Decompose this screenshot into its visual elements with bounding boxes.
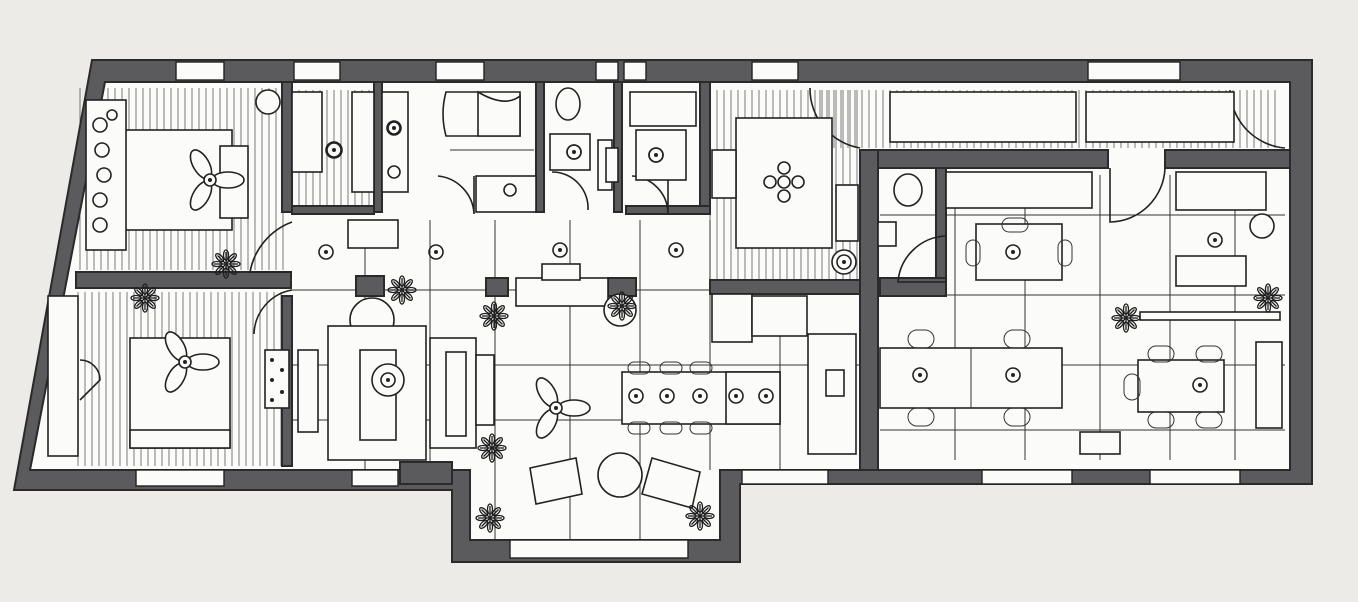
living-room bbox=[327, 219, 781, 509]
plant-icon bbox=[130, 283, 160, 313]
plants bbox=[130, 249, 1283, 533]
plant-icon bbox=[685, 501, 715, 531]
plant-icon bbox=[1253, 283, 1283, 313]
hall-dining bbox=[711, 91, 1235, 275]
ceiling-fan-icon bbox=[164, 331, 220, 393]
ceiling-lamps bbox=[318, 120, 1223, 404]
kitchen bbox=[711, 293, 857, 455]
ceiling-fan-icon bbox=[189, 149, 245, 211]
plant-icon bbox=[477, 433, 507, 463]
plant-icon bbox=[1111, 303, 1141, 333]
interior-walls bbox=[75, 81, 1291, 485]
ceiling-fan-icon bbox=[535, 377, 591, 439]
bathroom bbox=[381, 90, 537, 213]
windows bbox=[135, 61, 1241, 559]
plant-icon bbox=[211, 249, 241, 279]
dining-centerpiece bbox=[763, 161, 805, 203]
plant-icon bbox=[387, 275, 417, 305]
office bbox=[877, 171, 1283, 455]
plant-icon bbox=[479, 301, 509, 331]
plant-icon bbox=[607, 291, 637, 321]
ceiling-fans bbox=[164, 149, 591, 439]
plant-icon bbox=[475, 503, 505, 533]
